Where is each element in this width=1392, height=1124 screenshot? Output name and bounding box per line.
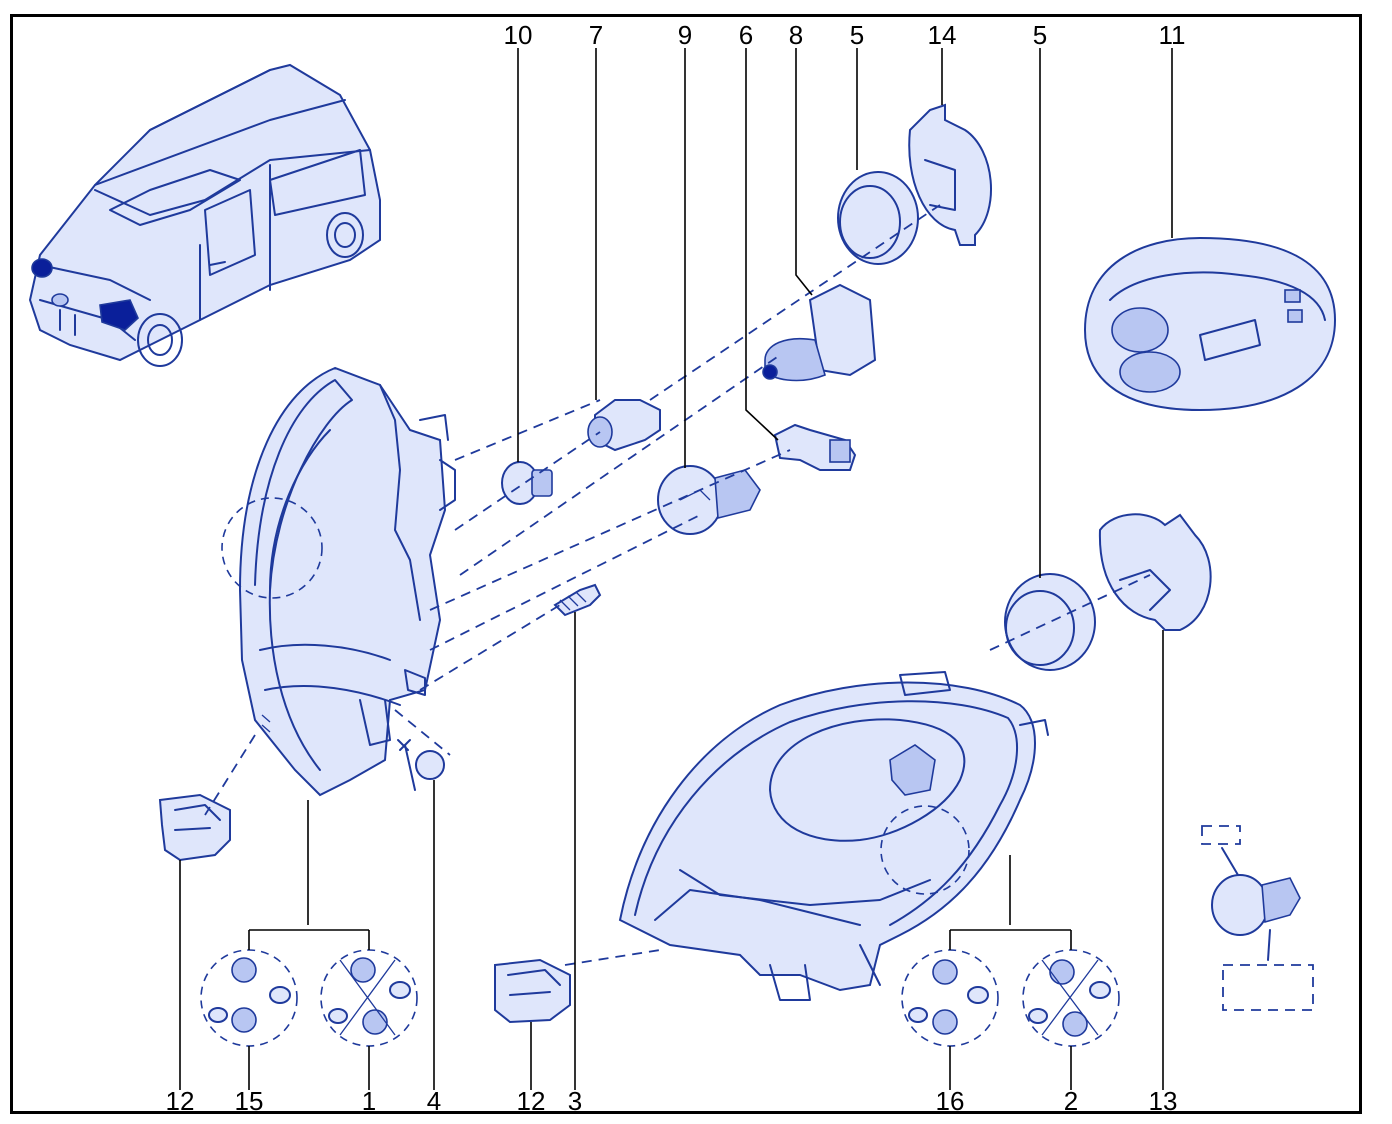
bulb-set-16 [901,949,999,1047]
renault-logo [51,293,69,307]
left-detail-circle [221,497,323,599]
rubber-cap-lower [1004,573,1096,671]
right-detail-circle [880,805,970,895]
rubber-cap-upper [837,171,919,265]
callout-15: 15 [235,1086,264,1116]
callout-12-right: 12 [517,1086,546,1116]
callout-10: 10 [504,20,533,50]
callout-7: 7 [589,20,603,50]
callout-16: 16 [936,1086,965,1116]
side-bulb-10 [501,461,553,505]
single-indicator-bulb [1201,825,1314,1011]
callout-6: 6 [739,20,753,50]
callout-1: 1 [362,1086,376,1116]
bulb-label-box-upper [1201,825,1241,845]
callout-labels-bottom: 12 15 1 4 12 3 16 2 13 [166,1086,1178,1116]
callout-11: 11 [1159,20,1186,50]
callout-12-left: 12 [166,1086,195,1116]
adjuster-4 [397,739,445,791]
cover-upper [908,103,992,246]
clip-12-right [494,958,571,1024]
indicator-bulb-9 [657,465,761,535]
bulb-set-15 [200,949,298,1047]
bulb-set-2 [1022,949,1120,1047]
headlight-bulb-holder [889,744,936,796]
van-illustration [28,63,381,367]
callout-labels-top: 10 7 9 6 8 5 14 5 11 [504,20,1186,50]
callout-9: 9 [678,20,692,50]
adjuster-screw-3 [553,583,602,617]
callout-3: 3 [568,1086,582,1116]
callout-2: 2 [1064,1086,1078,1116]
callout-13: 13 [1149,1086,1178,1116]
leader-lines [179,48,1173,1090]
bulb-kit-case-11 [1083,236,1337,412]
right-headlight-highlight [99,299,139,331]
bulb-label-box-lower [1222,964,1314,1011]
callout-5-lower: 5 [1033,20,1047,50]
bulb-set-1 [320,949,418,1047]
bulb-holder-6 [773,423,857,471]
left-headlight-unit [221,366,456,797]
assembly-lines [204,204,1151,966]
clip-12-left [158,793,231,862]
cover-lower [1098,513,1212,631]
right-headlight-unit [618,671,1049,1001]
callout-4: 4 [427,1086,441,1116]
callout-14: 14 [928,20,957,50]
bulb-holder-7 [587,399,661,452]
h4-bulb [762,283,877,382]
left-headlight-highlight [31,258,53,278]
callout-5-upper: 5 [850,20,864,50]
callout-8: 8 [789,20,803,50]
